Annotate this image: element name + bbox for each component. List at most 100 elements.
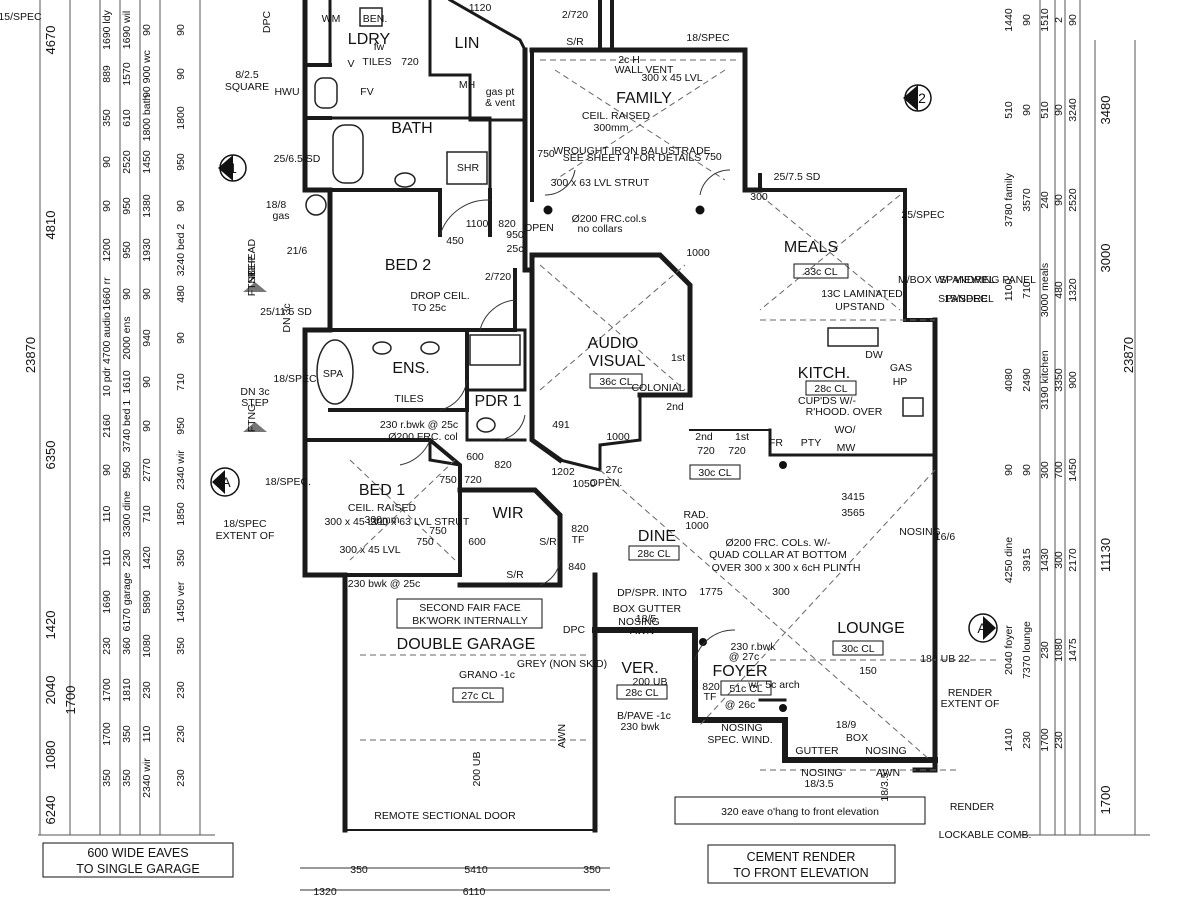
left-dim-32: 10 pdr [101,367,113,397]
step-icon-1 [243,282,267,292]
note-10: WALL VENT [615,64,674,76]
left-dim-58: 1080 [141,634,153,658]
left-dim-37: 3740 bed 1 [121,400,133,453]
note-36: 450 [446,235,464,247]
badge-audio: 36c CL [599,376,632,388]
bottom-dimensions: 350 5410 350 1320 6110 [300,864,610,898]
note-31: FV [360,86,373,98]
left-dim-7: 90 [175,68,187,80]
note-76: 300 x 63 LVL STRUT [371,516,470,528]
note-99: 300 [772,586,790,598]
right-dim-39: 1475 [1067,638,1079,662]
badge-kitch: 28c CL [814,383,847,395]
note-45: GAS [890,362,912,374]
boxed-notes: SECOND FAIR FACE BK'WORK INTERNALLY 600 … [42,598,926,884]
marker-a-left: A [210,467,240,497]
ceiling-badge-labels: 33c CL 36c CL 28c CL 30c CL 28c CL 27c C… [461,266,874,702]
note-3: TILES [362,56,391,68]
boxed-note-4b: TO FRONT ELEVATION [733,866,868,880]
left-dim-52: 1690 [101,590,113,614]
right-dim-38: 1080 [1053,638,1065,662]
columns [543,205,787,712]
note-44: DW [865,349,883,361]
left-dim-51: 350 [175,549,187,567]
note-157: 15/SPEC [0,11,42,23]
note-63: Ø200 FRC. col [388,431,457,443]
note-91: Ø200 FRC. COLs. W/- [725,537,831,549]
left-dim-30: 940 [141,329,153,347]
note-93: OVER 300 x 300 x 6cH PLINTH [712,562,861,574]
note-47: CUP'DS W/- [798,395,857,407]
right-dim-33: 300 [1053,551,1065,569]
left-dim-54: 5890 [141,590,153,614]
left-dim-26: 90 [141,288,153,300]
left-dim-22: 1930 [141,238,153,262]
cooktop [902,397,924,417]
left-dim-21: 950 [121,241,133,259]
note-149: 18/SPEC [223,518,267,530]
note-134: 18/8 [266,199,287,211]
left-dim-12: 90 [101,156,113,168]
marker-a-right: A [968,613,998,643]
left-dim-10: 1800 bath [141,94,153,141]
note-118: 180 UB 22 [920,653,970,665]
room-lounge: LOUNGE [837,620,905,637]
left-dim-68: 350 [101,769,113,787]
note-84: 820 [571,523,589,535]
boxed-note-4a: CEMENT RENDER [747,850,856,864]
note-130: 230 bwk @ 25c [348,578,421,590]
note-128: 200 UB [471,751,483,786]
note-27: gas pt [486,86,515,98]
left-dim-34: 90 [141,376,153,388]
note-153: RENDER [950,801,995,813]
left-dim-13: 2520 [121,150,133,174]
right-dim-5: 510 [1003,101,1015,119]
note-7: S/R [566,36,584,48]
bath-tub [332,124,364,184]
left-dim-4: 889 [101,65,113,83]
note-72: CEIL. RAISED [348,502,417,514]
left-dim-15: 950 [175,153,187,171]
room-bed2: BED 2 [385,257,431,274]
right-overall-dim-1: 3000 [1098,244,1113,273]
left-overall-dim-1: 4810 [43,211,58,240]
door-swings [399,169,736,661]
note-49: 1st [671,352,685,364]
left-dim-5: 1570 [121,62,133,86]
boxed-note-2a: 600 WIDE EAVES [87,846,188,860]
right-dim-17: 3000 meals [1039,263,1051,317]
note-138: SQUARE [225,81,269,93]
note-77: 750 [429,525,447,537]
note-55: MW [837,442,856,454]
note-5: 1120 [469,2,492,14]
note-33: DROP CEIL. [410,290,469,302]
room-bed1: BED 1 [359,482,405,499]
right-dim-24: 900 [1067,371,1079,389]
left-dim-46: 710 [141,505,153,523]
note-19: Ø200 FRC.col.s [572,213,647,225]
marker-a-left-label: A [221,474,231,490]
note-108: GRANO -1c [459,669,515,681]
room-foyer: FOYER [712,663,767,680]
left-dim-23: 3240 bed 2 [175,224,187,277]
note-119: 18/9 [836,719,857,731]
note-17: 750 [704,151,722,163]
note-14: WROUGHT IRON BALUSTRADE [553,145,710,157]
left-dim-66: 110 [141,725,153,742]
room-ver: VER. [621,660,658,677]
right-dim-8: 90 [1053,104,1065,116]
note-81: 720 [464,474,482,486]
bottom-dim-3: 350 [583,864,601,876]
left-dim-14: 1450 [141,150,153,174]
left-dim-3: 90 [175,24,187,36]
right-dim-2: 1510 [1039,8,1051,32]
note-71: 1050 [572,478,596,490]
note-132: 25/6.5 SD [274,153,321,165]
right-dim-15: 1100 [1003,279,1015,302]
left-dim-33: 1610 [121,370,133,394]
note-52: FR [769,437,783,449]
note-116: w/- 5c arch [747,679,800,691]
